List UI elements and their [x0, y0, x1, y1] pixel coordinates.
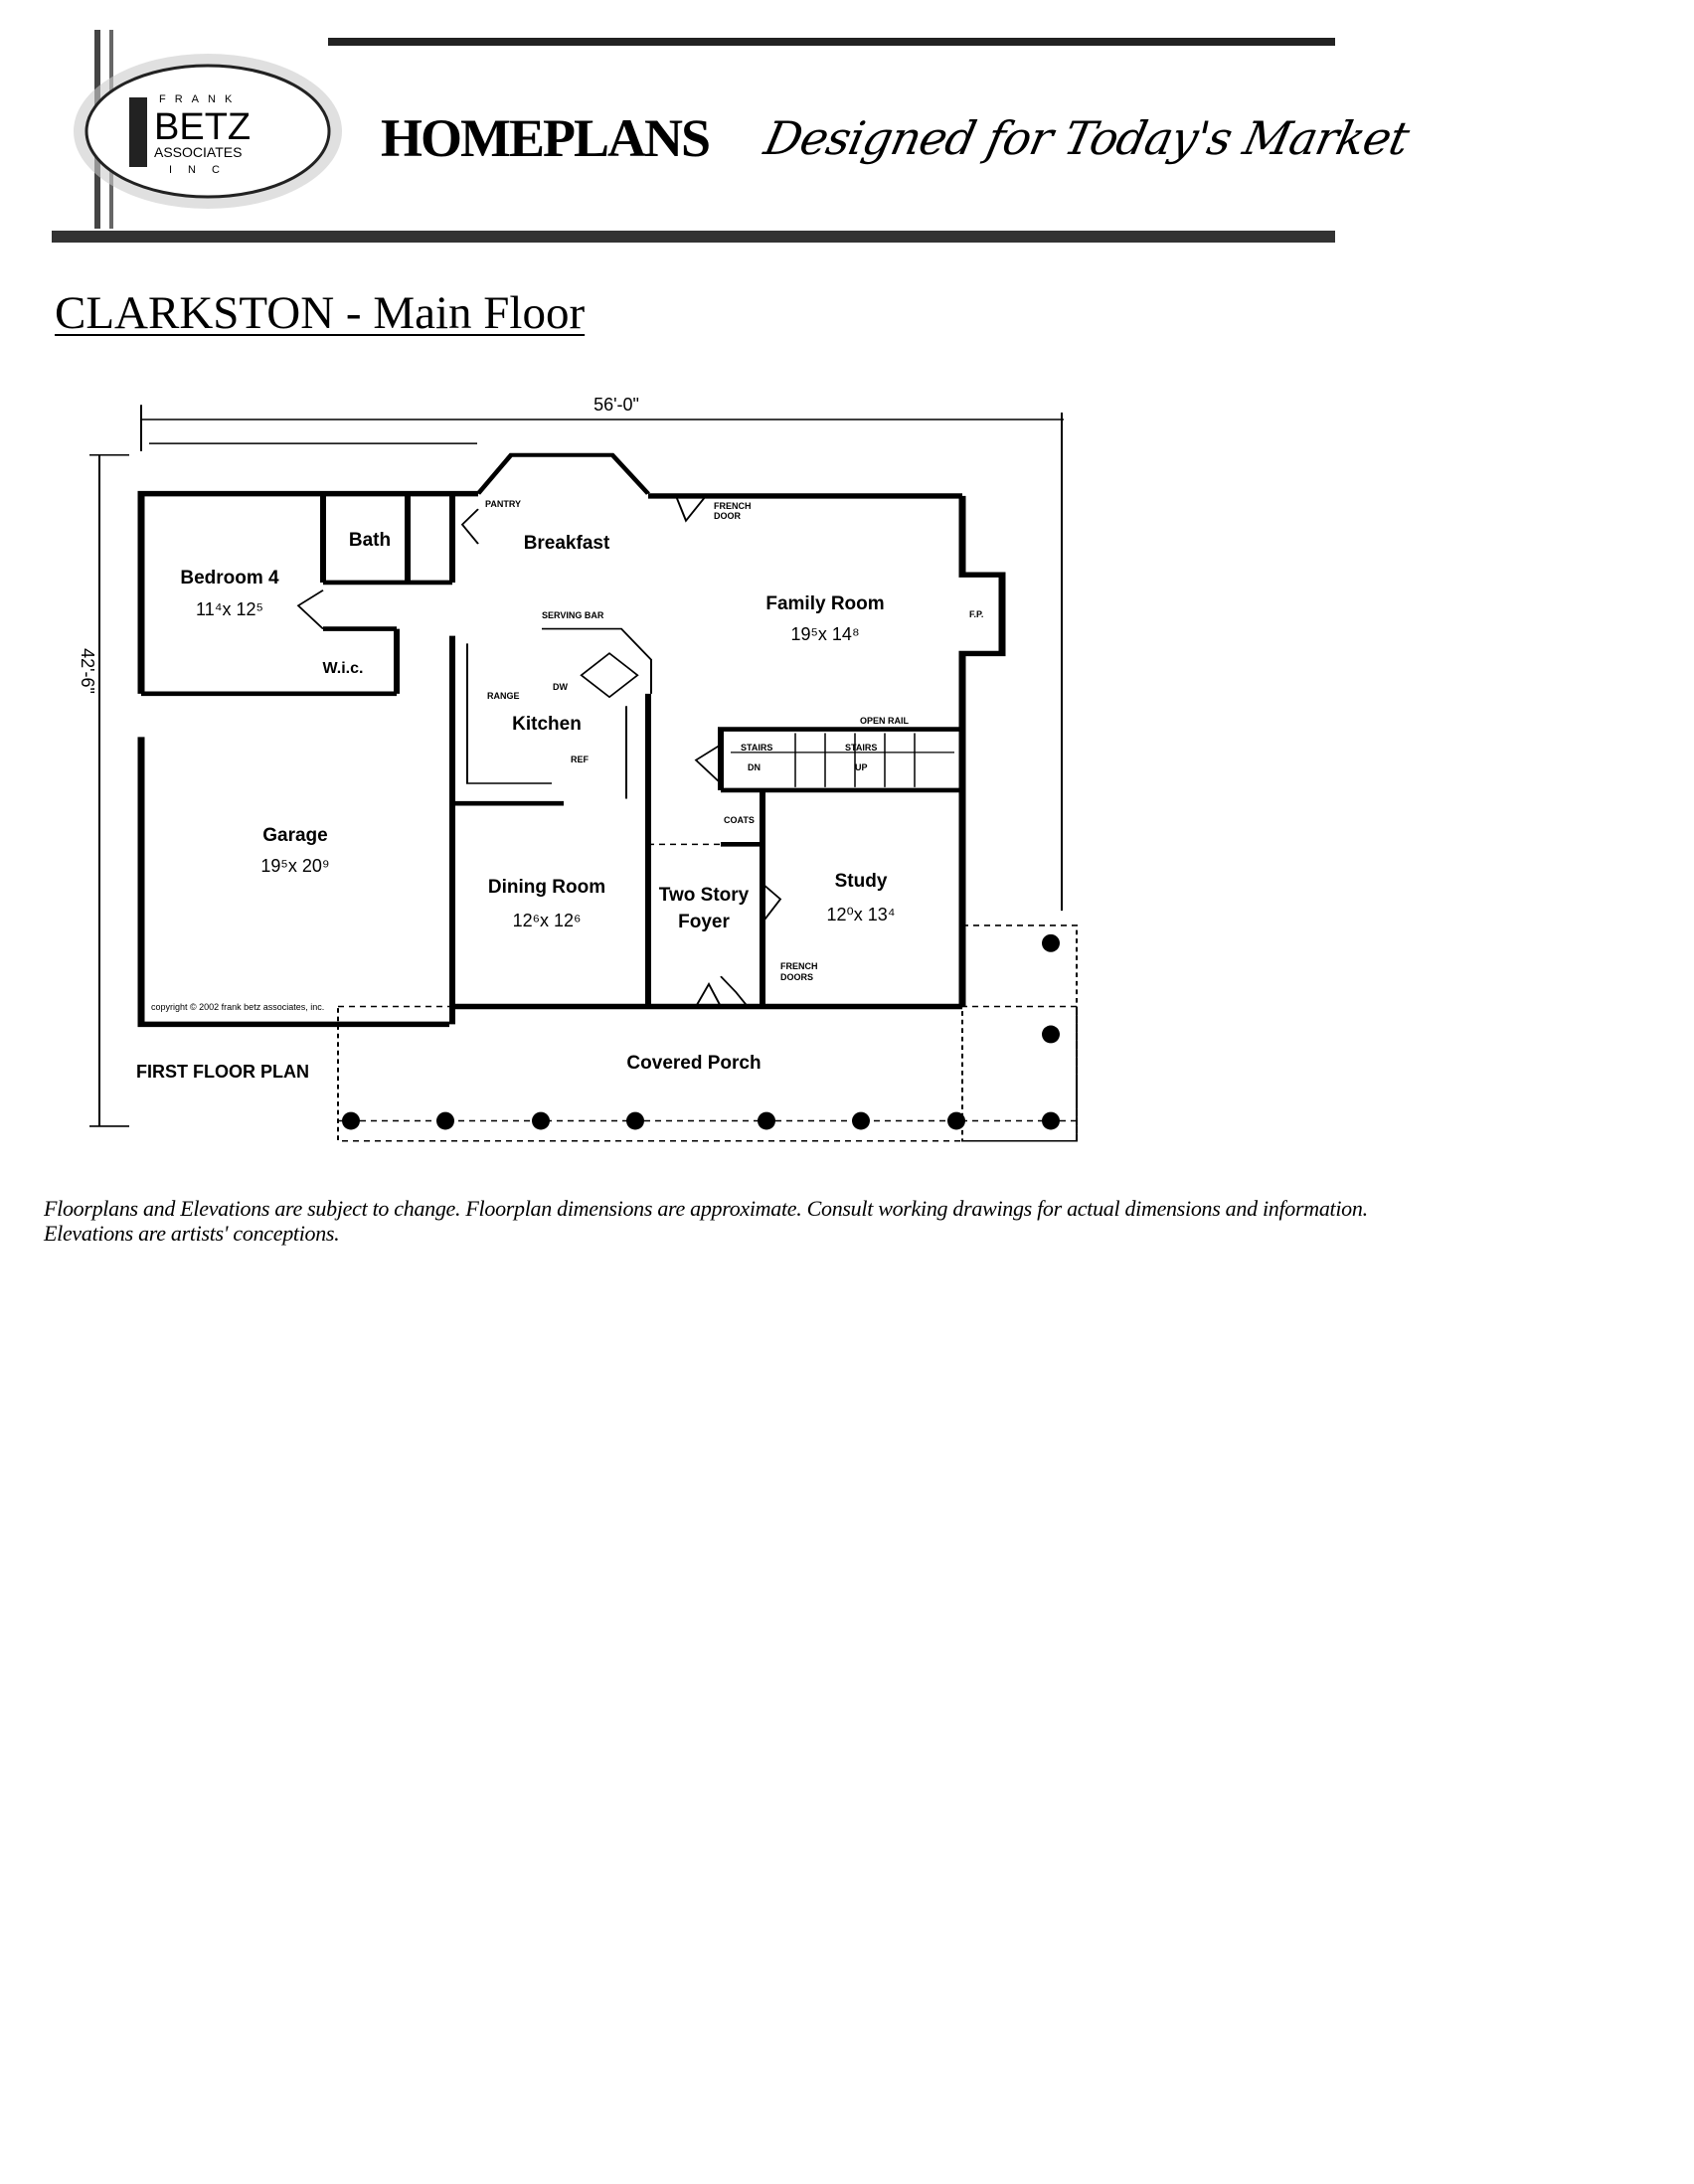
overall-width-label: 56'-0" [593, 395, 639, 415]
room-foyer-name-1: Two Story [659, 885, 750, 906]
note-french-doors-1: FRENCH [780, 961, 818, 971]
porch-columns [342, 933, 1060, 1130]
disclaimer-line-1: Floorplans and Elevations are subject to… [44, 1196, 1368, 1221]
floor-plan: 56'-0" 42'-6" Bedroom 4 11⁴x 12⁵ Bath W.… [78, 395, 1078, 1142]
note-open-rail: OPEN RAIL [860, 716, 910, 726]
room-study-name: Study [835, 871, 888, 892]
depth-dimension-line [89, 453, 129, 1127]
note-range: RANGE [487, 691, 520, 701]
note-stairs-down: STAIRS [741, 743, 772, 753]
room-wic-name: W.i.c. [323, 660, 364, 677]
room-breakfast-name: Breakfast [524, 533, 610, 554]
brand-homeplans: HOMEPLANS [381, 108, 711, 168]
note-up: UP [855, 762, 868, 772]
room-garage-name: Garage [262, 825, 327, 846]
note-coats: COATS [724, 815, 755, 825]
disclaimer-line-2: Elevations are artists' conceptions. [44, 1221, 340, 1246]
svg-text:BETZ: BETZ [154, 106, 251, 148]
header-top-rule [328, 38, 1335, 46]
copyright-note: copyright © 2002 frank betz associates, … [151, 1002, 324, 1012]
page-title: CLARKSTON - Main Floor [55, 287, 586, 339]
room-bath-name: Bath [349, 530, 391, 551]
exterior-walls [137, 452, 1006, 1028]
room-bedroom4-size: 11⁴x 12⁵ [196, 599, 263, 619]
brand-tagline: Designed for Today's Market [760, 111, 1414, 165]
room-garage-size: 19⁵x 20⁹ [260, 856, 329, 876]
svg-text:ASSOCIATES: ASSOCIATES [154, 144, 242, 160]
note-french-door-1: FRENCH [714, 501, 752, 511]
overall-depth-label: 42'-6" [78, 648, 97, 694]
betz-logo: FRANK BETZ ASSOCIATES INC [74, 30, 342, 229]
note-dn: DN [748, 762, 761, 772]
note-dw: DW [553, 682, 568, 692]
room-foyer-name-2: Foyer [678, 912, 730, 932]
interior-walls [141, 493, 962, 1025]
room-dining-name: Dining Room [488, 877, 605, 898]
room-family-name: Family Room [765, 593, 884, 614]
room-family-size: 19⁵x 14⁸ [790, 624, 859, 644]
note-serving-bar: SERVING BAR [542, 610, 604, 620]
stairs [731, 733, 954, 787]
header-banner: FRANK BETZ ASSOCIATES INC [52, 30, 1335, 243]
kitchen-counters [466, 627, 652, 799]
note-fireplace: F.P. [969, 609, 983, 619]
door-swings [296, 495, 782, 1007]
room-kitchen-name: Kitchen [512, 714, 582, 735]
room-bedroom4-name: Bedroom 4 [180, 568, 279, 588]
note-french-doors-2: DOORS [780, 972, 813, 982]
svg-text:INC: INC [169, 164, 236, 176]
note-ref: REF [571, 755, 590, 764]
header-bottom-rule [52, 231, 1335, 243]
width-dimension-line [140, 405, 1064, 912]
room-study-size: 12⁰x 13⁴ [827, 905, 896, 924]
room-dining-size: 12⁶x 12⁶ [513, 911, 582, 930]
note-french-door-2: DOOR [714, 511, 742, 521]
first-floor-plan-label: FIRST FLOOR PLAN [136, 1062, 309, 1082]
room-porch-name: Covered Porch [626, 1053, 761, 1074]
svg-text:FRANK: FRANK [159, 93, 241, 105]
disclaimer: Floorplans and Elevations are subject to… [44, 1196, 1674, 1246]
note-pantry: PANTRY [485, 499, 521, 509]
note-stairs-up: STAIRS [845, 743, 877, 753]
